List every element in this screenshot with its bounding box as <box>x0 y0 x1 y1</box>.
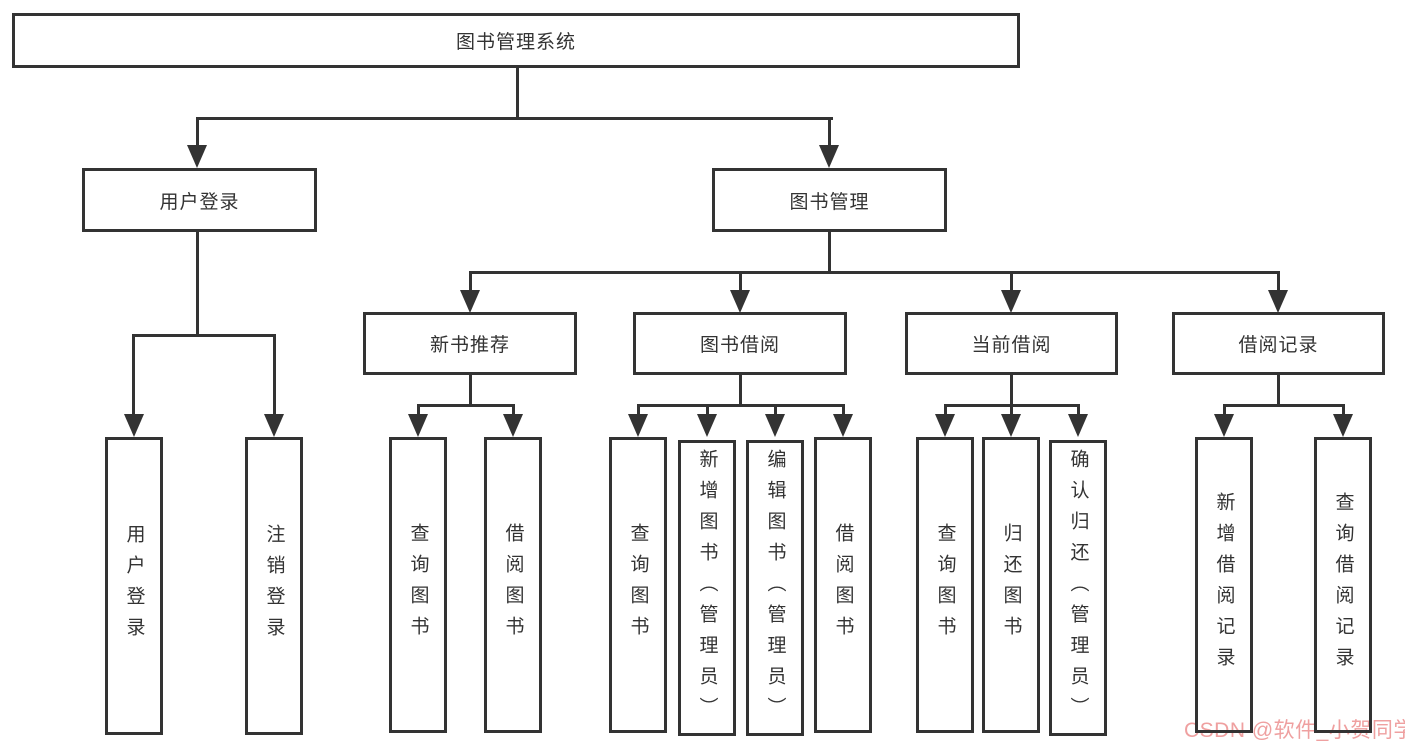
leaf-records-add-record-label: 新增借阅记录 <box>1213 492 1235 678</box>
connector-borrow-leaf2-stem <box>706 404 709 416</box>
leaf-recommend-query-books: 查询图书 <box>389 437 447 733</box>
connector-recommend-leaf1-stem <box>417 404 420 416</box>
leaf-current-confirm-return-admin: 确认归还（管理员） <box>1049 440 1107 736</box>
leaf-logout: 注销登录 <box>245 437 303 735</box>
arrow-down-icon <box>1333 414 1353 437</box>
node-borrow-records-label: 借阅记录 <box>1238 335 1319 356</box>
arrow-down-icon <box>628 414 648 437</box>
node-root: 图书管理系统 <box>12 13 1020 68</box>
connector-mgmt-subtree-hline <box>469 271 1280 274</box>
connector-borrow-hline <box>637 404 845 407</box>
leaf-recommend-borrow-books-label: 借阅图书 <box>502 523 524 647</box>
csdn-watermark: CSDN @软件_小贺同学 <box>1184 719 1405 742</box>
connector-root-stub <box>516 68 519 120</box>
connector-recommend-stem <box>469 271 472 293</box>
connector-current-stem <box>1010 271 1013 293</box>
arrow-down-icon <box>264 414 284 437</box>
node-book-management: 图书管理 <box>712 168 947 232</box>
leaf-borrow-edit-books-admin: 编辑图书（管理员） <box>746 440 804 736</box>
arrow-down-icon <box>187 145 207 168</box>
arrow-down-icon <box>1268 290 1288 313</box>
leaf-recommend-borrow-books: 借阅图书 <box>484 437 542 733</box>
arrow-down-icon <box>408 414 428 437</box>
node-borrow-records: 借阅记录 <box>1172 312 1385 375</box>
leaf-current-return-books: 归还图书 <box>982 437 1040 733</box>
node-current-borrow-label: 当前借阅 <box>971 335 1052 356</box>
node-book-borrow-label: 图书借阅 <box>699 335 780 356</box>
connector-records-leaf2-stem <box>1342 404 1345 416</box>
leaf-logout-label: 注销登录 <box>263 524 285 648</box>
connector-recommend-stub <box>469 375 472 407</box>
connector-borrow-stem <box>739 271 742 293</box>
connector-user-leaf1-stem <box>132 334 135 416</box>
connector-records-hline <box>1223 404 1344 407</box>
arrow-down-icon <box>460 290 480 313</box>
arrow-down-icon <box>765 414 785 437</box>
leaf-borrow-borrow-books-label: 借阅图书 <box>832 523 854 647</box>
node-book-management-label: 图书管理 <box>789 191 870 213</box>
connector-borrow-leaf4-stem <box>842 404 845 416</box>
node-user-login: 用户登录 <box>82 168 317 232</box>
leaf-borrow-borrow-books: 借阅图书 <box>814 437 872 733</box>
connector-current-leaf2-stem <box>1010 404 1013 416</box>
connector-level1-hline <box>197 117 833 120</box>
leaf-current-query-books-label: 查询图书 <box>934 523 956 647</box>
arrow-down-icon <box>697 414 717 437</box>
arrow-down-icon <box>1001 414 1021 437</box>
node-new-book-recommend: 新书推荐 <box>363 312 577 375</box>
node-user-login-label: 用户登录 <box>159 191 240 213</box>
leaf-current-query-books: 查询图书 <box>916 437 974 733</box>
arrow-down-icon <box>935 414 955 437</box>
leaf-borrow-query-books-label: 查询图书 <box>627 523 649 647</box>
connector-book-mgmt-stem <box>828 117 831 147</box>
connector-user-subtree-hline <box>132 334 276 337</box>
arrow-down-icon <box>1214 414 1234 437</box>
connector-user-subtree-stub <box>196 232 199 337</box>
leaf-user-login-label: 用户登录 <box>123 524 145 648</box>
connector-borrow-leaf3-stem <box>774 404 777 416</box>
connector-records-stem <box>1277 271 1280 293</box>
node-book-borrow: 图书借阅 <box>633 312 847 375</box>
connector-recommend-leaf2-stem <box>512 404 515 416</box>
connector-current-leaf3-stem <box>1077 404 1080 416</box>
connector-records-stub <box>1277 375 1280 407</box>
leaf-borrow-query-books: 查询图书 <box>609 437 667 733</box>
arrow-down-icon <box>819 145 839 168</box>
leaf-user-login: 用户登录 <box>105 437 163 735</box>
leaf-records-query-record-label: 查询借阅记录 <box>1332 492 1354 678</box>
arrow-down-icon <box>124 414 144 437</box>
connector-records-leaf1-stem <box>1223 404 1226 416</box>
leaf-records-add-record: 新增借阅记录 <box>1195 437 1253 733</box>
node-current-borrow: 当前借阅 <box>905 312 1118 375</box>
arrow-down-icon <box>833 414 853 437</box>
connector-mgmt-subtree-stub <box>828 232 831 274</box>
connector-user-leaf2-stem <box>273 334 276 416</box>
arrow-down-icon <box>503 414 523 437</box>
leaf-records-query-record: 查询借阅记录 <box>1314 437 1372 733</box>
leaf-current-return-books-label: 归还图书 <box>1000 523 1022 647</box>
node-new-book-recommend-label: 新书推荐 <box>429 335 510 356</box>
arrow-down-icon <box>1068 414 1088 437</box>
connector-borrow-stub <box>739 375 742 407</box>
leaf-borrow-add-books-admin: 新增图书（管理员） <box>678 440 736 736</box>
leaf-current-confirm-return-admin-label: 确认归还（管理员） <box>1067 448 1089 728</box>
connector-recommend-hline <box>417 404 515 407</box>
arrow-down-icon <box>1001 290 1021 313</box>
connector-current-stub <box>1010 375 1013 407</box>
leaf-recommend-query-books-label: 查询图书 <box>407 523 429 647</box>
connector-user-login-stem <box>196 117 199 147</box>
leaf-borrow-add-books-admin-label: 新增图书（管理员） <box>696 448 718 728</box>
connector-current-leaf1-stem <box>944 404 947 416</box>
arrow-down-icon <box>730 290 750 313</box>
connector-borrow-leaf1-stem <box>637 404 640 416</box>
leaf-borrow-edit-books-admin-label: 编辑图书（管理员） <box>764 448 786 728</box>
node-root-label: 图书管理系统 <box>455 32 576 53</box>
